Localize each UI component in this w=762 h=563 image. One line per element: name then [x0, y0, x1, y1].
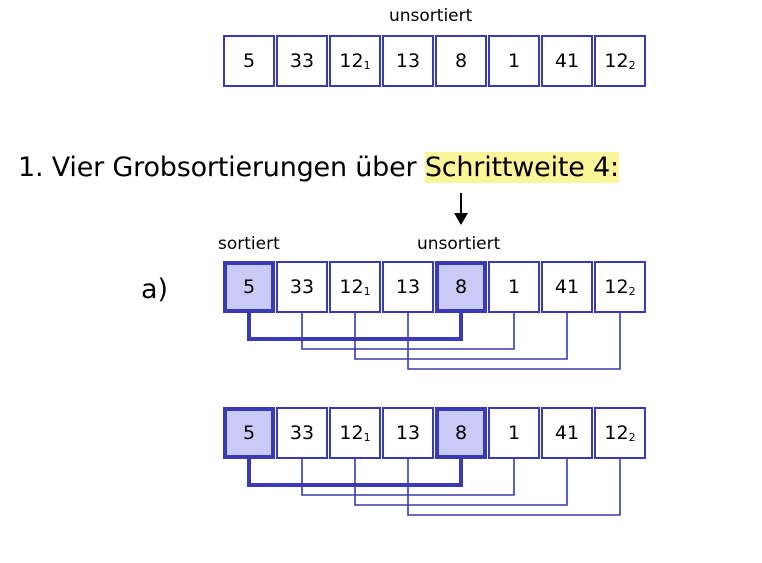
cell-value: 8 — [454, 276, 468, 298]
cell-value: 8 — [454, 422, 468, 444]
cell-subscript: 1 — [363, 284, 371, 298]
cell-value: 5 — [242, 276, 256, 298]
array-cell: 41 — [541, 35, 593, 87]
connector-bracket — [407, 313, 621, 370]
cell-value: 41 — [554, 422, 580, 444]
array-cell: 13 — [382, 261, 434, 313]
cell-value: 12 — [339, 276, 364, 298]
connector-group-1 — [247, 313, 621, 370]
array-cell: 5 — [223, 35, 275, 87]
array-cell: 13 — [382, 35, 434, 87]
array-cell: 1 — [488, 261, 540, 313]
cell-value: 33 — [289, 422, 315, 444]
cell-value: 13 — [395, 50, 421, 72]
cell-value: 8 — [454, 50, 468, 72]
cell-value: 5 — [242, 422, 256, 444]
unsorted-label: unsortiert — [417, 234, 501, 254]
section-heading: 1. Vier Grobsortierungen über Schrittwei… — [18, 152, 619, 183]
cell-value: 1 — [507, 276, 521, 298]
cell-value: 41 — [554, 276, 580, 298]
cell-value: 33 — [289, 50, 315, 72]
cell-value: 13 — [395, 422, 421, 444]
array-cell: 33 — [276, 261, 328, 313]
cell-subscript: 2 — [628, 430, 636, 444]
cell-subscript: 2 — [628, 58, 636, 72]
connector-bracket — [407, 459, 621, 516]
step-marker-a: a) — [141, 274, 169, 305]
connector-bracket — [354, 459, 568, 506]
heading-highlight: Schrittweite 4: — [424, 152, 619, 183]
cell-value: 1 — [507, 422, 521, 444]
array-cell: 8 — [435, 261, 487, 313]
cell-value: 5 — [242, 50, 256, 72]
cell-subscript: 1 — [363, 58, 371, 72]
array-cell: 41 — [541, 407, 593, 459]
array-cell: 33 — [276, 35, 328, 87]
cell-value: 12 — [604, 422, 629, 444]
array-cell: 5 — [223, 261, 275, 313]
array-cell: 8 — [435, 35, 487, 87]
cell-value: 12 — [604, 50, 629, 72]
array-cell: 13 — [382, 407, 434, 459]
array-cell: 1 — [488, 35, 540, 87]
cell-value: 12 — [339, 50, 364, 72]
down-arrow-icon — [454, 193, 468, 225]
array-cell: 33 — [276, 407, 328, 459]
cell-subscript: 1 — [363, 430, 371, 444]
cell-subscript: 2 — [628, 284, 636, 298]
array-cell: 5 — [223, 407, 275, 459]
cell-value: 33 — [289, 276, 315, 298]
connector-group-2 — [247, 459, 621, 516]
connector-bracket — [354, 313, 568, 360]
sorted-label: sortiert — [218, 234, 280, 254]
top-unsorted-label: unsortiert — [389, 6, 473, 26]
array-cell: 1 — [488, 407, 540, 459]
array-cell: 8 — [435, 407, 487, 459]
cell-value: 41 — [554, 50, 580, 72]
cell-value: 12 — [604, 276, 629, 298]
cell-value: 12 — [339, 422, 364, 444]
cell-value: 13 — [395, 276, 421, 298]
cell-value: 1 — [507, 50, 521, 72]
array-cell: 41 — [541, 261, 593, 313]
heading-prefix: 1. Vier Grobsortierungen über — [18, 152, 425, 183]
